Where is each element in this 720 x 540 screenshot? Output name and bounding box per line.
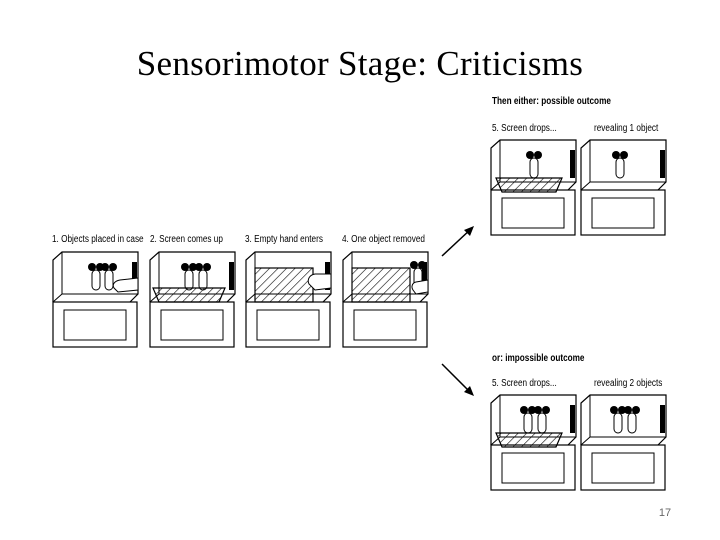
toy-object: [624, 406, 640, 434]
arrow-up-right-icon: [441, 226, 474, 257]
arrow-down-right-icon: [441, 363, 474, 396]
slide-title: Sensorimotor Stage: Criticisms: [136, 44, 584, 83]
panel-step-2: [149, 251, 236, 348]
screen: [152, 287, 226, 303]
caption-possible-reveal: revealing 1 object: [594, 123, 659, 134]
toy-object: [610, 406, 626, 434]
page-number: 17: [658, 507, 672, 519]
hand-icon: [112, 277, 139, 293]
caption-step-2: 2. Screen comes up: [150, 234, 223, 245]
panel-impossible-reveal: [580, 394, 667, 491]
panel-step-4: [342, 251, 429, 348]
panel-possible-reveal: [580, 139, 667, 236]
possible-outcome-heading: Then either: possible outcome: [492, 96, 611, 107]
caption-step-1: 1. Objects placed in case: [52, 234, 144, 245]
panel-step-1: [52, 251, 139, 348]
caption-impossible-step-5: 5. Screen drops...: [492, 378, 557, 389]
screen: [254, 267, 314, 303]
caption-impossible-reveal: revealing 2 objects: [594, 378, 663, 389]
screen: [351, 267, 411, 303]
panel-impossible-screen-drops: [490, 394, 577, 491]
toy-object: [612, 151, 628, 179]
panel-possible-screen-drops: [490, 139, 577, 236]
panel-step-3: [245, 251, 332, 348]
caption-step-3: 3. Empty hand enters: [245, 234, 323, 245]
caption-possible-step-5: 5. Screen drops...: [492, 123, 557, 134]
toy-object: [101, 263, 117, 291]
impossible-outcome-heading: or: impossible outcome: [492, 353, 585, 364]
hand-icon: [307, 273, 332, 291]
hand-icon: [411, 279, 429, 295]
caption-step-4: 4. One object removed: [342, 234, 425, 245]
